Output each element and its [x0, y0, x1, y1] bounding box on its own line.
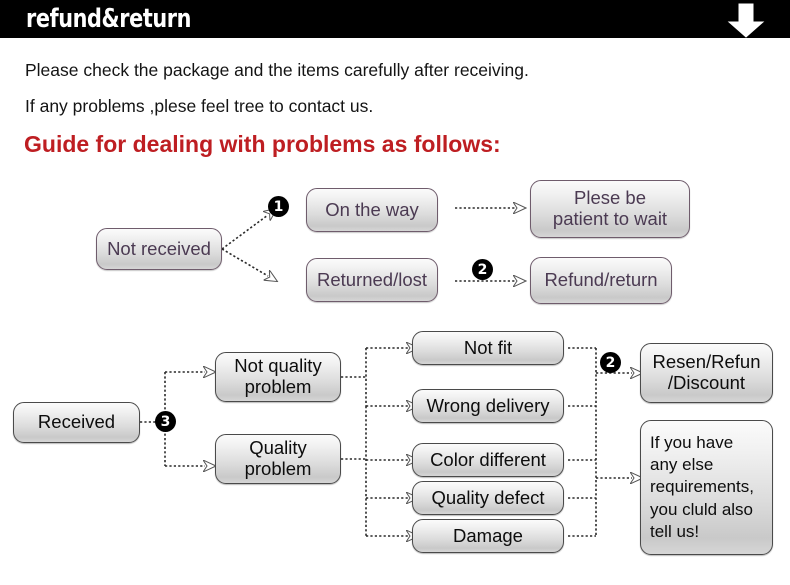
- node-damage[interactable]: Damage: [412, 519, 564, 553]
- node-quality-defect[interactable]: Quality defect: [412, 481, 564, 515]
- node-not-received[interactable]: Not received: [96, 228, 222, 270]
- intro-line-1: Please check the package and the items c…: [25, 60, 529, 80]
- node-other-requirements[interactable]: If you have any else requirements, you c…: [640, 420, 773, 555]
- badge-2-bottom: 2: [600, 352, 621, 373]
- arrow-down-icon: [727, 3, 765, 38]
- header-bar: refund&return: [0, 0, 790, 38]
- badge-1: 1: [268, 196, 289, 217]
- node-on-the-way[interactable]: On the way: [306, 188, 438, 232]
- node-color-different[interactable]: Color different: [412, 443, 564, 477]
- page-title: refund&return: [26, 4, 192, 34]
- node-not-fit[interactable]: Not fit: [412, 331, 564, 365]
- node-returned-lost[interactable]: Returned/lost: [306, 258, 438, 302]
- node-resend-refund-discount[interactable]: Resen/Refun /Discount: [640, 343, 773, 403]
- node-received[interactable]: Received: [13, 402, 140, 443]
- badge-2-top: 2: [472, 259, 493, 280]
- node-please-be-patient[interactable]: Plese be patient to wait: [530, 180, 690, 238]
- node-not-quality-problem[interactable]: Not quality problem: [215, 352, 341, 402]
- guide-heading: Guide for dealing with problems as follo…: [24, 131, 501, 157]
- intro-line-2: If any problems ,plese feel tree to cont…: [25, 96, 374, 116]
- node-quality-problem[interactable]: Quality problem: [215, 434, 341, 484]
- badge-3: 3: [155, 411, 176, 432]
- node-refund-return[interactable]: Refund/return: [530, 257, 672, 304]
- node-wrong-delivery[interactable]: Wrong delivery: [412, 389, 564, 423]
